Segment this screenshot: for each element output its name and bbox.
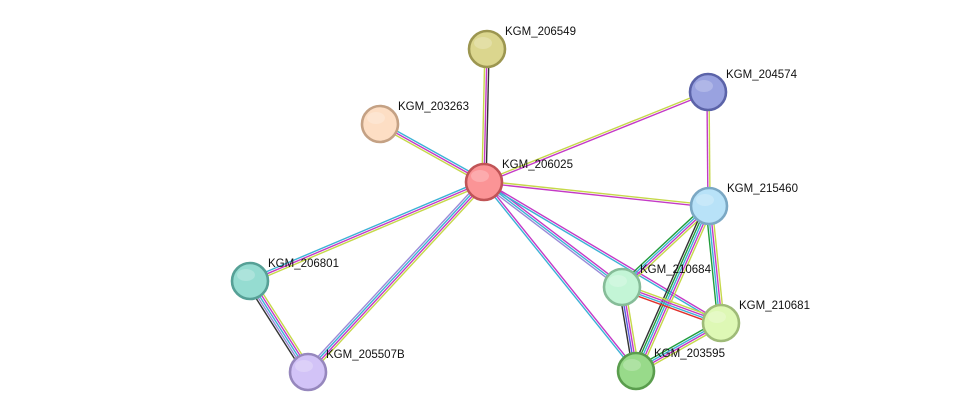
edge-line-cyan (483, 182, 721, 325)
edge-line-cyan (482, 182, 636, 373)
edge-line-magenta (484, 180, 638, 371)
node-label: KGM_215460 (727, 183, 798, 195)
node-circle[interactable] (360, 104, 400, 144)
node-label: KGM_206549 (505, 26, 576, 38)
node-circle[interactable] (467, 29, 507, 69)
node-circle[interactable] (602, 267, 642, 307)
node-circle[interactable] (701, 303, 741, 343)
edge-line-magenta (484, 180, 722, 323)
edge-KGM_206025-KGM_205507B (305, 179, 487, 375)
edge-line-magenta (484, 92, 709, 184)
node-KGM_215460[interactable]: KGM_215460 (689, 183, 798, 226)
edge-line-magenta (379, 123, 485, 183)
node-highlight (696, 194, 714, 206)
edge-KGM_206025-KGM_203263 (378, 121, 486, 185)
edge-line-yellow (378, 125, 484, 185)
edge-line-magenta (637, 206, 712, 373)
edge-line-yellow (484, 180, 710, 206)
edge-KGM_206025-KGM_215460 (483, 180, 710, 208)
node-KGM_205507B[interactable]: KGM_205507B (288, 349, 405, 392)
node-highlight (708, 311, 726, 323)
edge-KGM_206025-KGM_210681 (483, 180, 722, 325)
edge-KGM_206025-KGM_203595 (482, 180, 638, 373)
edge-line-yellow (623, 207, 712, 290)
edges-layer (245, 48, 725, 375)
node-label: KGM_206801 (268, 258, 339, 270)
node-highlight (609, 275, 627, 287)
edge-line-yellow (639, 207, 714, 373)
node-highlight (474, 37, 492, 49)
node-label: KGM_206025 (502, 159, 573, 171)
edge-KGM_206025-KGM_210684 (482, 179, 624, 290)
edge-line-cyan (380, 121, 486, 181)
node-highlight (623, 359, 641, 371)
node-label: KGM_203595 (654, 348, 725, 360)
node-KGM_203595[interactable]: KGM_203595 (616, 348, 725, 391)
edge-line-magenta (249, 181, 485, 282)
node-highlight (295, 360, 313, 372)
edge-line-cyan (306, 180, 484, 372)
node-circle[interactable] (616, 351, 656, 391)
node-circle[interactable] (288, 352, 328, 392)
node-label: KGM_210684 (640, 264, 712, 276)
node-highlight (367, 112, 385, 124)
node-highlight (695, 80, 713, 92)
edge-line-yellow (483, 90, 708, 182)
node-label: KGM_203263 (398, 101, 469, 113)
node-KGM_210684[interactable]: KGM_210684 (602, 264, 712, 307)
node-label: KGM_210681 (739, 300, 810, 312)
edge-line-magenta (483, 182, 709, 208)
edge-line-lavender (482, 183, 622, 290)
edge-line-yellow (250, 183, 486, 284)
edge-KGM_215460-KGM_210684 (619, 203, 712, 290)
edge-line-cyan (707, 206, 721, 324)
edge-line-magenta (308, 182, 486, 374)
edge-line-cyan (483, 181, 623, 288)
edge-line-magenta (622, 206, 711, 289)
edge-line-cyan (248, 179, 484, 280)
edge-KGM_206025-KGM_206549 (481, 48, 490, 183)
node-KGM_203263[interactable]: KGM_203263 (360, 101, 469, 144)
edge-line-cyan (620, 204, 709, 287)
edge-line-yellow (481, 48, 486, 182)
edge-line-cyan (635, 205, 710, 372)
edge-line-black (631, 204, 706, 370)
edge-KGM_215460-KGM_210681 (705, 205, 725, 324)
edge-line-green (633, 204, 708, 371)
node-circle[interactable] (230, 261, 270, 301)
edge-line-green (619, 203, 708, 286)
edge-line-yellow (711, 205, 725, 323)
edge-KGM_206025-KGM_204574 (483, 90, 709, 184)
edge-line-magenta (483, 48, 488, 183)
edge-line-magenta (709, 205, 723, 323)
node-label: KGM_205507B (326, 349, 405, 361)
edge-line-green (705, 206, 719, 324)
node-KGM_210681[interactable]: KGM_210681 (701, 300, 810, 343)
edge-line-yellow (309, 183, 487, 375)
node-KGM_206801[interactable]: KGM_206801 (230, 258, 339, 301)
node-highlight (471, 170, 489, 182)
node-KGM_206549[interactable]: KGM_206549 (467, 26, 576, 69)
node-highlight (237, 269, 255, 281)
edge-KGM_215460-KGM_203595 (631, 204, 714, 373)
edge-line-black (485, 49, 490, 183)
node-circle[interactable] (689, 186, 729, 226)
edge-line-lavender (305, 179, 483, 371)
node-label: KGM_204574 (726, 69, 798, 81)
node-circle[interactable] (464, 162, 504, 202)
node-KGM_206025[interactable]: KGM_206025 (464, 159, 573, 202)
node-KGM_204574[interactable]: KGM_204574 (688, 69, 798, 112)
node-circle[interactable] (688, 72, 728, 112)
edge-KGM_206025-KGM_206801 (248, 179, 486, 284)
